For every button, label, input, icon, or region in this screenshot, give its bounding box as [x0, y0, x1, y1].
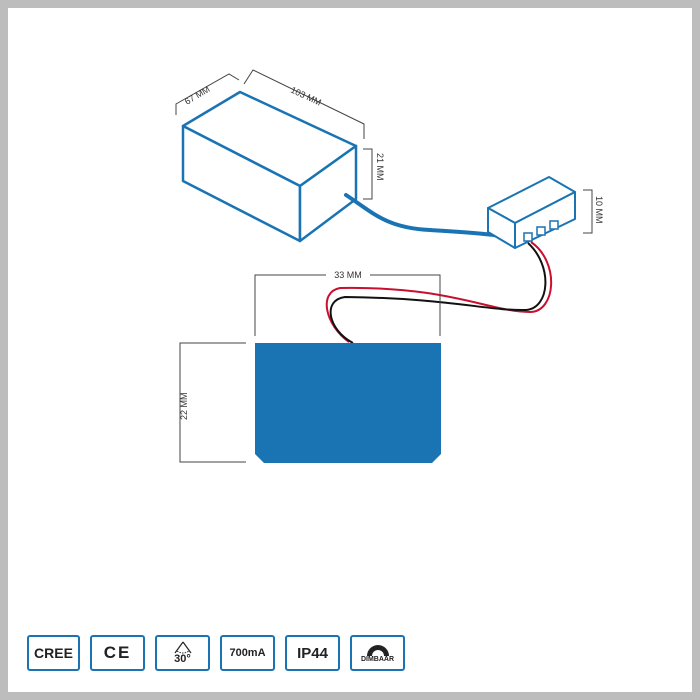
driver-box	[181, 90, 358, 243]
driver-height-label: 21 MM	[375, 153, 385, 181]
cree-label: CREE	[34, 645, 73, 661]
ce-badge: CE	[90, 635, 145, 671]
driver-output-cable	[344, 193, 502, 238]
current-label: 700mA	[229, 647, 266, 659]
length-bracket	[243, 69, 365, 139]
height-bracket	[363, 148, 373, 200]
cree-badge: CREE	[27, 635, 80, 671]
led-module	[255, 343, 441, 463]
led-width-label-bg	[326, 269, 370, 281]
led-height-label: 22 MM	[179, 392, 189, 420]
led-width-label: 33 MM	[334, 270, 362, 280]
black-wire	[329, 242, 547, 344]
ce-label: CE	[103, 643, 132, 662]
beam-angle-label: 30°	[174, 653, 191, 665]
led-width-bracket	[254, 274, 441, 336]
driver-length-label: 103 MM	[289, 85, 323, 108]
red-wire	[325, 241, 553, 343]
current-badge: 700mA	[220, 635, 275, 671]
dimmer-dial-icon	[366, 645, 389, 656]
dimmable-badge: DIMBAAR	[350, 635, 405, 671]
spec-badges: CREE CE 30° 700mA IP44 DIMBAAR	[27, 635, 405, 675]
terminal-1	[523, 232, 533, 242]
connector-terminals	[523, 220, 559, 242]
ip-rating-badge: IP44	[285, 635, 340, 671]
depth-bracket	[175, 73, 240, 115]
connector-height-bracket	[583, 189, 593, 234]
dimmable-label: DIMBAAR	[360, 656, 395, 663]
beam-angle-icon	[174, 641, 191, 654]
driver-depth-label: 67 MM	[183, 84, 212, 107]
connector-height-label: 10 MM	[594, 196, 604, 224]
ip-rating-label: IP44	[297, 644, 328, 662]
led-height-bracket	[179, 342, 246, 463]
driver-box-side-face	[298, 144, 358, 243]
beam-angle-badge: 30°	[155, 635, 210, 671]
terminal-3	[549, 220, 559, 230]
driver-dimension-lines	[175, 69, 373, 200]
terminal-2	[536, 226, 546, 236]
